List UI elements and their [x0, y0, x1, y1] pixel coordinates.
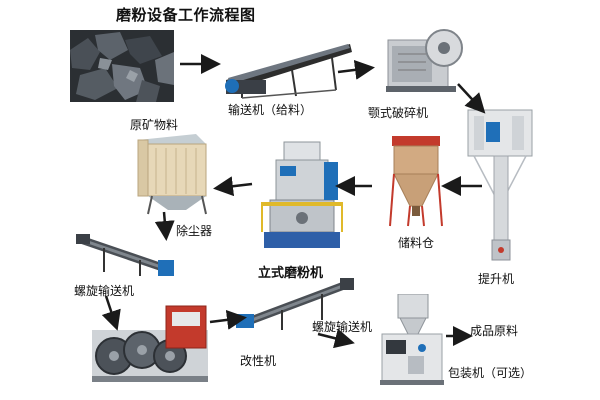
screw-conveyor-1-label: 螺旋输送机 — [74, 284, 135, 298]
conveyor-label: 输送机（给料） — [228, 103, 313, 117]
packing-machine — [378, 293, 446, 386]
page-title: 磨粉设备工作流程图 — [116, 6, 256, 24]
raw-ore-image — [70, 30, 174, 102]
arrow-screw2-to-packing — [317, 328, 355, 349]
dust-collector-label: 除尘器 — [176, 224, 213, 238]
conveyor-machine — [222, 40, 354, 100]
vertical-mill-label: 立式磨粉机 — [258, 266, 324, 281]
jaw-crusher-machine — [378, 20, 464, 96]
elevator-label: 提升机 — [478, 272, 515, 286]
jaw-crusher-label: 颚式破碎机 — [368, 106, 429, 120]
modifier-machine — [92, 300, 208, 384]
arrow-screw1-to-modifier — [101, 295, 121, 331]
arrow-modifier-to-screw2 — [209, 309, 247, 330]
storage-bin-label: 储料仓 — [398, 236, 435, 250]
modifier-label: 改性机 — [240, 354, 277, 368]
storage-bin-machine — [386, 134, 446, 230]
elevator-machine — [464, 108, 536, 264]
vertical-mill-machine — [256, 140, 348, 252]
raw-material-label: 原矿物料 — [130, 118, 179, 132]
arrow-mill-to-dust — [213, 176, 253, 197]
arrow-dust-down — [154, 211, 175, 241]
arrow-conveyor-to-crusher — [337, 59, 375, 80]
screw-conveyor-1-machine — [74, 232, 178, 280]
dust-collector-machine — [134, 130, 210, 216]
arrow-crusher-to-elevator — [457, 83, 486, 114]
packing-machine-label: 包装机（可选） — [448, 366, 533, 380]
screw-conveyor-2-label: 螺旋输送机 — [312, 320, 373, 334]
finished-product-label: 成品原料 — [470, 324, 519, 338]
